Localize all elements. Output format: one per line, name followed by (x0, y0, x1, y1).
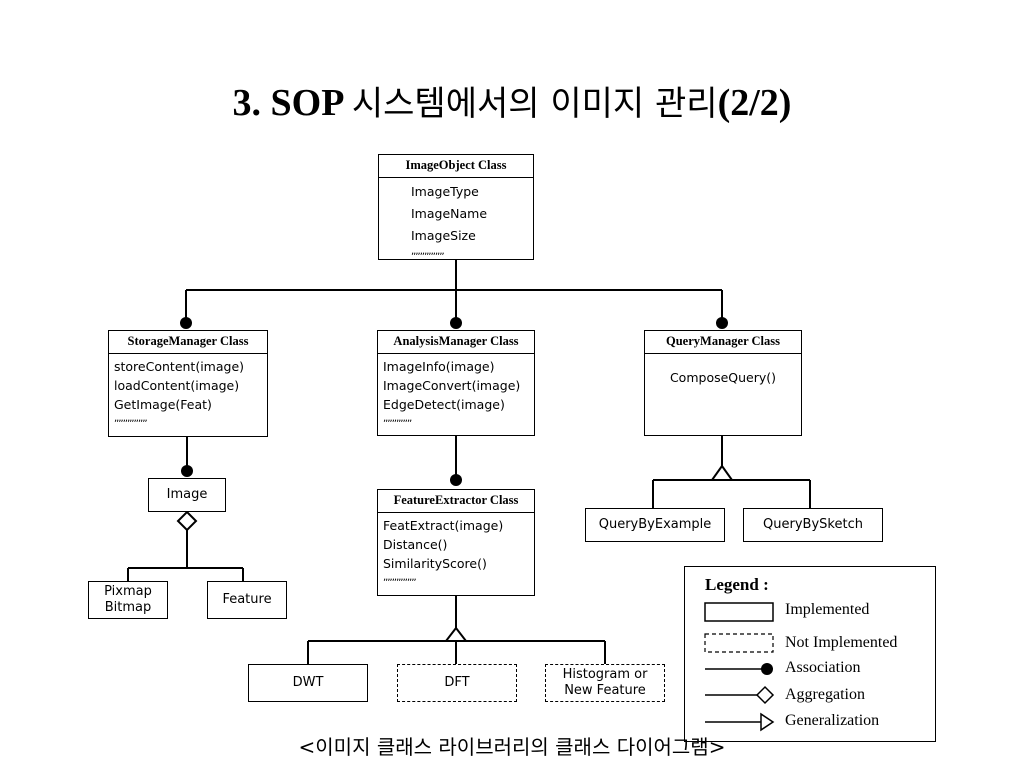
dwt-class: DWT (248, 664, 368, 702)
diagram-caption: <이미지 클래스 라이브러리의 클래스 다이어그램> (298, 735, 726, 759)
feature-extractor-method: Distance() (383, 537, 448, 552)
feature-extractor-header: FeatureExtractor Class (378, 490, 534, 513)
legend-symbols (704, 602, 775, 732)
aggregation-diamond (176, 510, 198, 532)
analysis-manager-method: ImageInfo(image) (383, 359, 495, 374)
feature-extractor-more: ,,,,,,,,,,,,,,, (383, 572, 417, 583)
legend-not-implemented-label: Not Implemented (785, 634, 898, 651)
legend-generalization-label: Generalization (785, 712, 880, 729)
association-dot-analysis (450, 317, 462, 329)
image-label: Image (166, 487, 208, 502)
legend-association-dot (761, 663, 773, 675)
generalization-triangle-extractor (443, 626, 469, 642)
feature-class: Feature (207, 581, 287, 619)
new-feature-label: New Feature (564, 683, 646, 698)
page-title: 3. SOP 시스템에서의 이미지 관리(2/2) (0, 78, 1024, 129)
pixmap-bitmap-class: Pixmap Bitmap (88, 581, 168, 619)
analysis-manager-header: AnalysisManager Class (378, 331, 534, 354)
image-object-attr: ImageType (411, 184, 479, 199)
query-by-sketch-class: QueryBySketch (743, 508, 883, 542)
association-dot-query (716, 317, 728, 329)
image-class: Image (148, 478, 226, 512)
query-by-example-label: QueryByExample (598, 517, 712, 532)
association-dot-extractor (450, 474, 462, 486)
storage-manager-class: StorageManager Class storeContent(image)… (108, 330, 268, 437)
storage-manager-more: ,,,,,,,,,,,,,,, (114, 413, 148, 424)
association-dot-image (181, 465, 193, 477)
histogram-class: Histogram or New Feature (545, 664, 665, 702)
generalization-triangle-query (710, 464, 734, 481)
image-object-attributes: ImageType ImageName ImageSize ,,,,,,,,,,… (379, 178, 533, 260)
analysis-manager-methods: ImageInfo(image) ImageConvert(image) Edg… (378, 354, 534, 427)
feature-extractor-method: FeatExtract(image) (383, 518, 504, 533)
analysis-manager-more: ,,,,,,,,,,,,, (383, 413, 412, 424)
storage-manager-method: storeContent(image) (114, 359, 245, 374)
dft-class: DFT (397, 664, 517, 702)
image-object-more: ,,,,,,,,,,,,,,, (411, 246, 445, 257)
title-suffix: (2/2) (717, 82, 792, 124)
feature-extractor-method: SimilarityScore() (383, 556, 487, 571)
legend-implemented-swatch (704, 602, 774, 622)
histogram-label: Histogram or (562, 667, 648, 682)
pixmap-label: Pixmap (104, 584, 152, 599)
analysis-manager-class: AnalysisManager Class ImageInfo(image) I… (377, 330, 535, 436)
storage-manager-header: StorageManager Class (109, 331, 267, 354)
query-manager-class: QueryManager Class ComposeQuery() (644, 330, 802, 436)
query-manager-methods: ComposeQuery() (645, 354, 801, 390)
title-prefix: 3. SOP (232, 82, 352, 124)
bitmap-label: Bitmap (104, 600, 152, 615)
legend-title: Legend : (705, 575, 769, 594)
analysis-manager-method: ImageConvert(image) (383, 378, 521, 393)
dwt-label: DWT (292, 675, 324, 690)
image-object-header: ImageObject Class (379, 155, 533, 178)
feature-extractor-class: FeatureExtractor Class FeatExtract(image… (377, 489, 535, 596)
image-object-attr: ImageSize (411, 228, 476, 243)
feature-extractor-methods: FeatExtract(image) Distance() Similarity… (378, 513, 534, 586)
query-manager-method: ComposeQuery() (669, 370, 777, 385)
legend-generalization-triangle (760, 712, 775, 732)
legend-implemented-label: Implemented (785, 601, 870, 618)
legend-aggregation-diamond (755, 685, 775, 705)
query-by-example-class: QueryByExample (585, 508, 725, 542)
storage-manager-method: loadContent(image) (114, 378, 240, 393)
dft-label: DFT (444, 675, 470, 690)
query-by-sketch-label: QueryBySketch (763, 517, 863, 532)
image-object-attr: ImageName (411, 206, 488, 221)
legend: Legend : Implemented Not Implemented Ass… (684, 566, 936, 742)
association-dot-storage (180, 317, 192, 329)
storage-manager-method: GetImage(Feat) (114, 397, 212, 412)
image-object-class: ImageObject Class ImageType ImageName Im… (378, 154, 534, 260)
legend-aggregation-label: Aggregation (785, 686, 865, 703)
query-manager-header: QueryManager Class (645, 331, 801, 354)
title-korean: 시스템에서의 이미지 관리 (351, 84, 718, 124)
analysis-manager-method: EdgeDetect(image) (383, 397, 505, 412)
legend-not-implemented-swatch (704, 633, 774, 653)
storage-manager-methods: storeContent(image) loadContent(image) G… (109, 354, 267, 427)
legend-association-label: Association (785, 659, 861, 676)
feature-label: Feature (222, 592, 272, 607)
